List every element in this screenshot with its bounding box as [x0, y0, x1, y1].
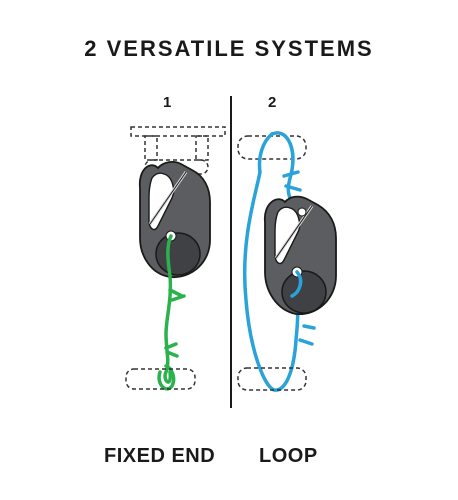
system-1-number: 1	[163, 94, 172, 111]
system-1-group	[125, 126, 226, 391]
system-2-group	[237, 131, 337, 392]
system-1-cord	[157, 234, 186, 391]
system-1-caption: FIXED END	[104, 445, 216, 467]
system-2-bottom-anchor	[237, 367, 307, 391]
system-2-number: 2	[268, 94, 277, 111]
system-1-top-anchor	[130, 126, 226, 175]
system-1-bottom-anchor	[125, 368, 196, 390]
system-2-carabiner	[264, 195, 337, 315]
system-1-carabiner	[138, 161, 211, 278]
system-2-cord-tail	[290, 270, 303, 298]
system-2-caption: LOOP	[259, 445, 318, 467]
diagram-title: 2 VERSATILE SYSTEMS	[84, 36, 374, 61]
system-2-top-anchor	[237, 135, 307, 160]
